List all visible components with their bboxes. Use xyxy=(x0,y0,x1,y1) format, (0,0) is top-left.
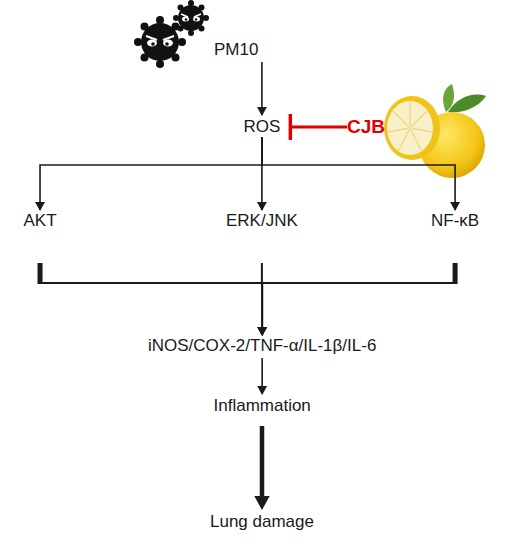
node-text: ROS xyxy=(244,117,281,137)
connector-line xyxy=(38,263,43,284)
outcome-label: Inflammation xyxy=(214,396,311,416)
yuzu-fruit-image xyxy=(384,84,486,178)
connector-line xyxy=(261,62,263,115)
node-text: Lung damage xyxy=(210,512,314,532)
pm-particle-icon xyxy=(173,0,209,36)
node-text: AKT xyxy=(24,211,57,231)
arrow-head xyxy=(257,202,267,211)
inhibitor-label: CJB xyxy=(347,117,385,137)
node-text: Inflammation xyxy=(214,396,311,416)
connector-line xyxy=(261,263,263,284)
arrow-head xyxy=(257,107,267,116)
pathway-label: ERK/JNK xyxy=(226,211,298,263)
connector-line xyxy=(261,137,263,210)
connector xyxy=(257,137,267,211)
mediator-label: ROS xyxy=(234,117,291,137)
connector xyxy=(262,137,460,211)
connector xyxy=(257,62,267,116)
arrow-head xyxy=(254,496,269,510)
mediator-list-label: iNOS/COX-2/TNF-α/IL-1β/IL-6 xyxy=(148,336,376,356)
arrow-head xyxy=(257,327,267,336)
connector-line xyxy=(40,283,262,335)
arrow-head xyxy=(257,327,267,336)
arrow-head xyxy=(450,202,460,211)
node-text: CJB xyxy=(347,117,385,137)
connector xyxy=(254,426,269,510)
arrow-head xyxy=(257,386,267,395)
connector-line xyxy=(261,358,263,394)
arrow-head xyxy=(35,202,45,211)
connector-line xyxy=(453,263,458,284)
connector-line xyxy=(290,126,347,129)
stimulus-label: PM10 xyxy=(214,40,258,60)
connector-line xyxy=(260,426,265,498)
connector xyxy=(257,263,455,336)
outcome-label: Lung damage xyxy=(210,512,314,532)
connector-line xyxy=(261,283,263,335)
connector xyxy=(290,114,347,140)
connector-line xyxy=(289,114,293,140)
connector xyxy=(40,263,267,336)
arrow-head xyxy=(257,327,267,336)
pathway-label: AKT xyxy=(24,211,57,263)
connector-line xyxy=(40,137,262,210)
node-text: PM10 xyxy=(214,40,258,60)
pathway-label: NF-κB xyxy=(431,211,479,263)
connector xyxy=(35,137,262,211)
connector-line xyxy=(262,283,455,335)
node-text: iNOS/COX-2/TNF-α/IL-1β/IL-6 xyxy=(148,336,376,356)
pm-particle-icon xyxy=(134,16,186,68)
connector xyxy=(257,358,267,395)
node-text: ERK/JNK xyxy=(226,211,298,231)
connector-line xyxy=(262,137,455,210)
node-text: NF-κB xyxy=(431,211,479,231)
connector xyxy=(257,263,267,336)
